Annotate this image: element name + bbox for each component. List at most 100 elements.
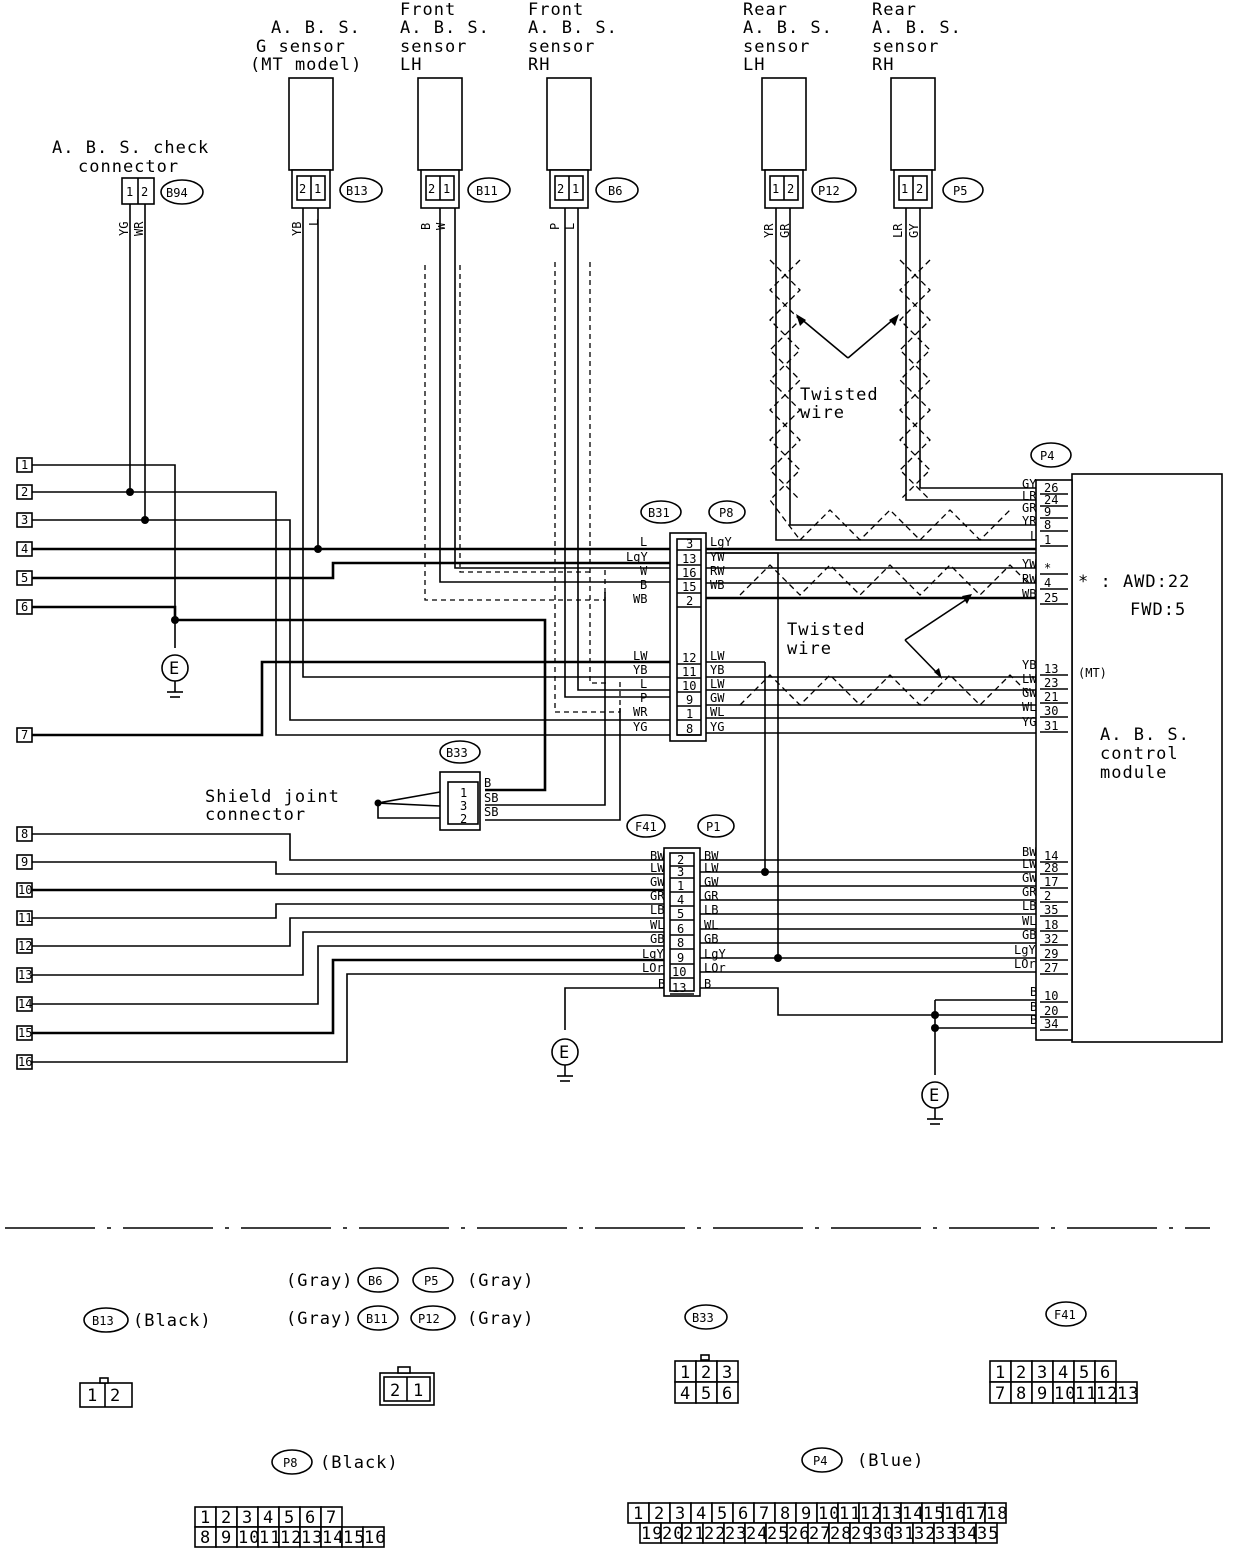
pin-cell: 27 [807,1522,830,1544]
module-pin-row: 20B [1030,1000,1068,1018]
p1-wire-right: LB [704,903,718,917]
terminal-number: 12 [18,939,32,953]
f41-pin-number: 13 [672,981,686,995]
pin-number: 13 [1117,1384,1139,1404]
svg-text:A. B. S. check: A. B. S. check [52,138,209,158]
terminal-number: 13 [18,968,32,982]
pin-number: 2 [1016,1363,1027,1383]
pin-cell: 9 [1031,1381,1054,1404]
pin-number: 2 [221,1508,232,1528]
module-wire-label: YW [1022,557,1037,571]
p1-wire-right: LgY [704,947,726,961]
pin-cell: 2 [1010,1360,1033,1383]
twisted-wire-label-1: Twisted wire [800,385,878,423]
pin-number: 14 [902,1504,924,1524]
pin-cell: 3 [1031,1360,1054,1383]
module-pin-number: 14 [1044,849,1058,863]
module-pin-number: 24 [1044,493,1058,507]
svg-text:F41: F41 [1054,1308,1076,1322]
pin-number: 30 [872,1524,894,1544]
svg-text:Front: Front [400,0,456,20]
svg-text:Front: Front [528,0,584,20]
pin-number: 5 [701,1384,712,1404]
pin-number: 25 [767,1524,789,1544]
b6-connector: 2 1 B6 [549,169,639,209]
pin-number: 31 [893,1524,915,1544]
svg-text:P12: P12 [818,184,840,198]
abs-control-module: P4 26GY24LR9GR8YR1L*YW4RW25WB13YB23LW21G… [1014,442,1223,1043]
b31-pin-number: 13 [682,552,696,566]
svg-text:module: module [1100,763,1167,783]
pin-number: 14 [322,1528,344,1548]
svg-text:sensor: sensor [743,37,810,57]
module-pin-row: 8YR [1022,514,1068,532]
pin-number: 33 [935,1524,957,1544]
pin-number: 13 [881,1504,903,1524]
pin-cell: 13 [879,1502,903,1524]
svg-text:P5: P5 [424,1274,438,1288]
terminal-3: 3 [16,512,33,528]
module-wire-label: LW [1022,857,1037,871]
pin-number: 10 [818,1504,840,1524]
p8-wire-right: LW [710,677,725,691]
f41-wire-left: GB [650,932,664,946]
f41-pin-number: 1 [677,879,684,893]
module-wire-label: B [1030,1000,1037,1014]
pin-cell: 28 [828,1522,851,1544]
p1-wire-right: B [704,977,711,991]
svg-text:GY: GY [907,223,921,238]
svg-text:RH: RH [528,55,550,75]
b31-pin-number: 10 [682,679,696,693]
b31-wire-left: B [640,578,647,592]
svg-text:1: 1 [443,182,450,196]
ground-symbol-2: E [551,1038,579,1082]
module-pin-row: 1L [1030,529,1068,547]
svg-text:sensor: sensor [400,37,467,57]
pin-cell: 34 [954,1522,977,1544]
pin-cell: 1 [627,1502,650,1524]
b31-pin-row: 2WB [633,592,701,608]
svg-text:3: 3 [460,799,467,813]
p5-connector: 1 2 P5 [893,169,984,209]
terminal-13: 13 [16,967,33,983]
f41-wire-left: WL [650,918,664,932]
module-pin-number: 8 [1044,518,1051,532]
rear-lh-title: Rear A. B. S. sensor LH [743,0,832,75]
svg-text:L: L [563,223,577,230]
pin-cell: 31 [891,1522,915,1544]
b31-wire-left: LW [633,649,648,663]
pin-number: 5 [717,1504,728,1524]
b31-wire-left: LgY [626,550,648,564]
pin-number: 16 [364,1528,386,1548]
b31-wire-left: L [640,535,647,549]
svg-text:WR: WR [132,221,146,236]
module-pin-number: 21 [1044,690,1058,704]
f41-wire-left: LOr [642,961,664,975]
b31-pin-number: 15 [682,580,696,594]
svg-text:B13: B13 [346,184,368,198]
module-wire-label: LgY [1014,943,1036,957]
terminal-5: 5 [16,570,33,586]
pin-cell: 7 [320,1506,343,1528]
p8-wire-right: GW [710,691,725,705]
pin-cell: 6 [1094,1360,1117,1383]
module-wire-label: GW [1022,871,1037,885]
svg-text:B31: B31 [648,506,670,520]
terminal-16: 16 [16,1054,33,1070]
module-pin-number: 31 [1044,719,1058,733]
g-sensor-body [288,77,334,171]
p1-wire-right: GB [704,932,718,946]
pin-cell: 13 [299,1526,322,1548]
module-pin-row: *YW [1022,557,1068,575]
pin-number: 18 [986,1504,1008,1524]
pin-cell: 1 [989,1360,1012,1383]
svg-text:connector: connector [205,805,306,825]
b31-wire-left: YB [633,663,647,677]
pin-number: 6 [305,1508,316,1528]
